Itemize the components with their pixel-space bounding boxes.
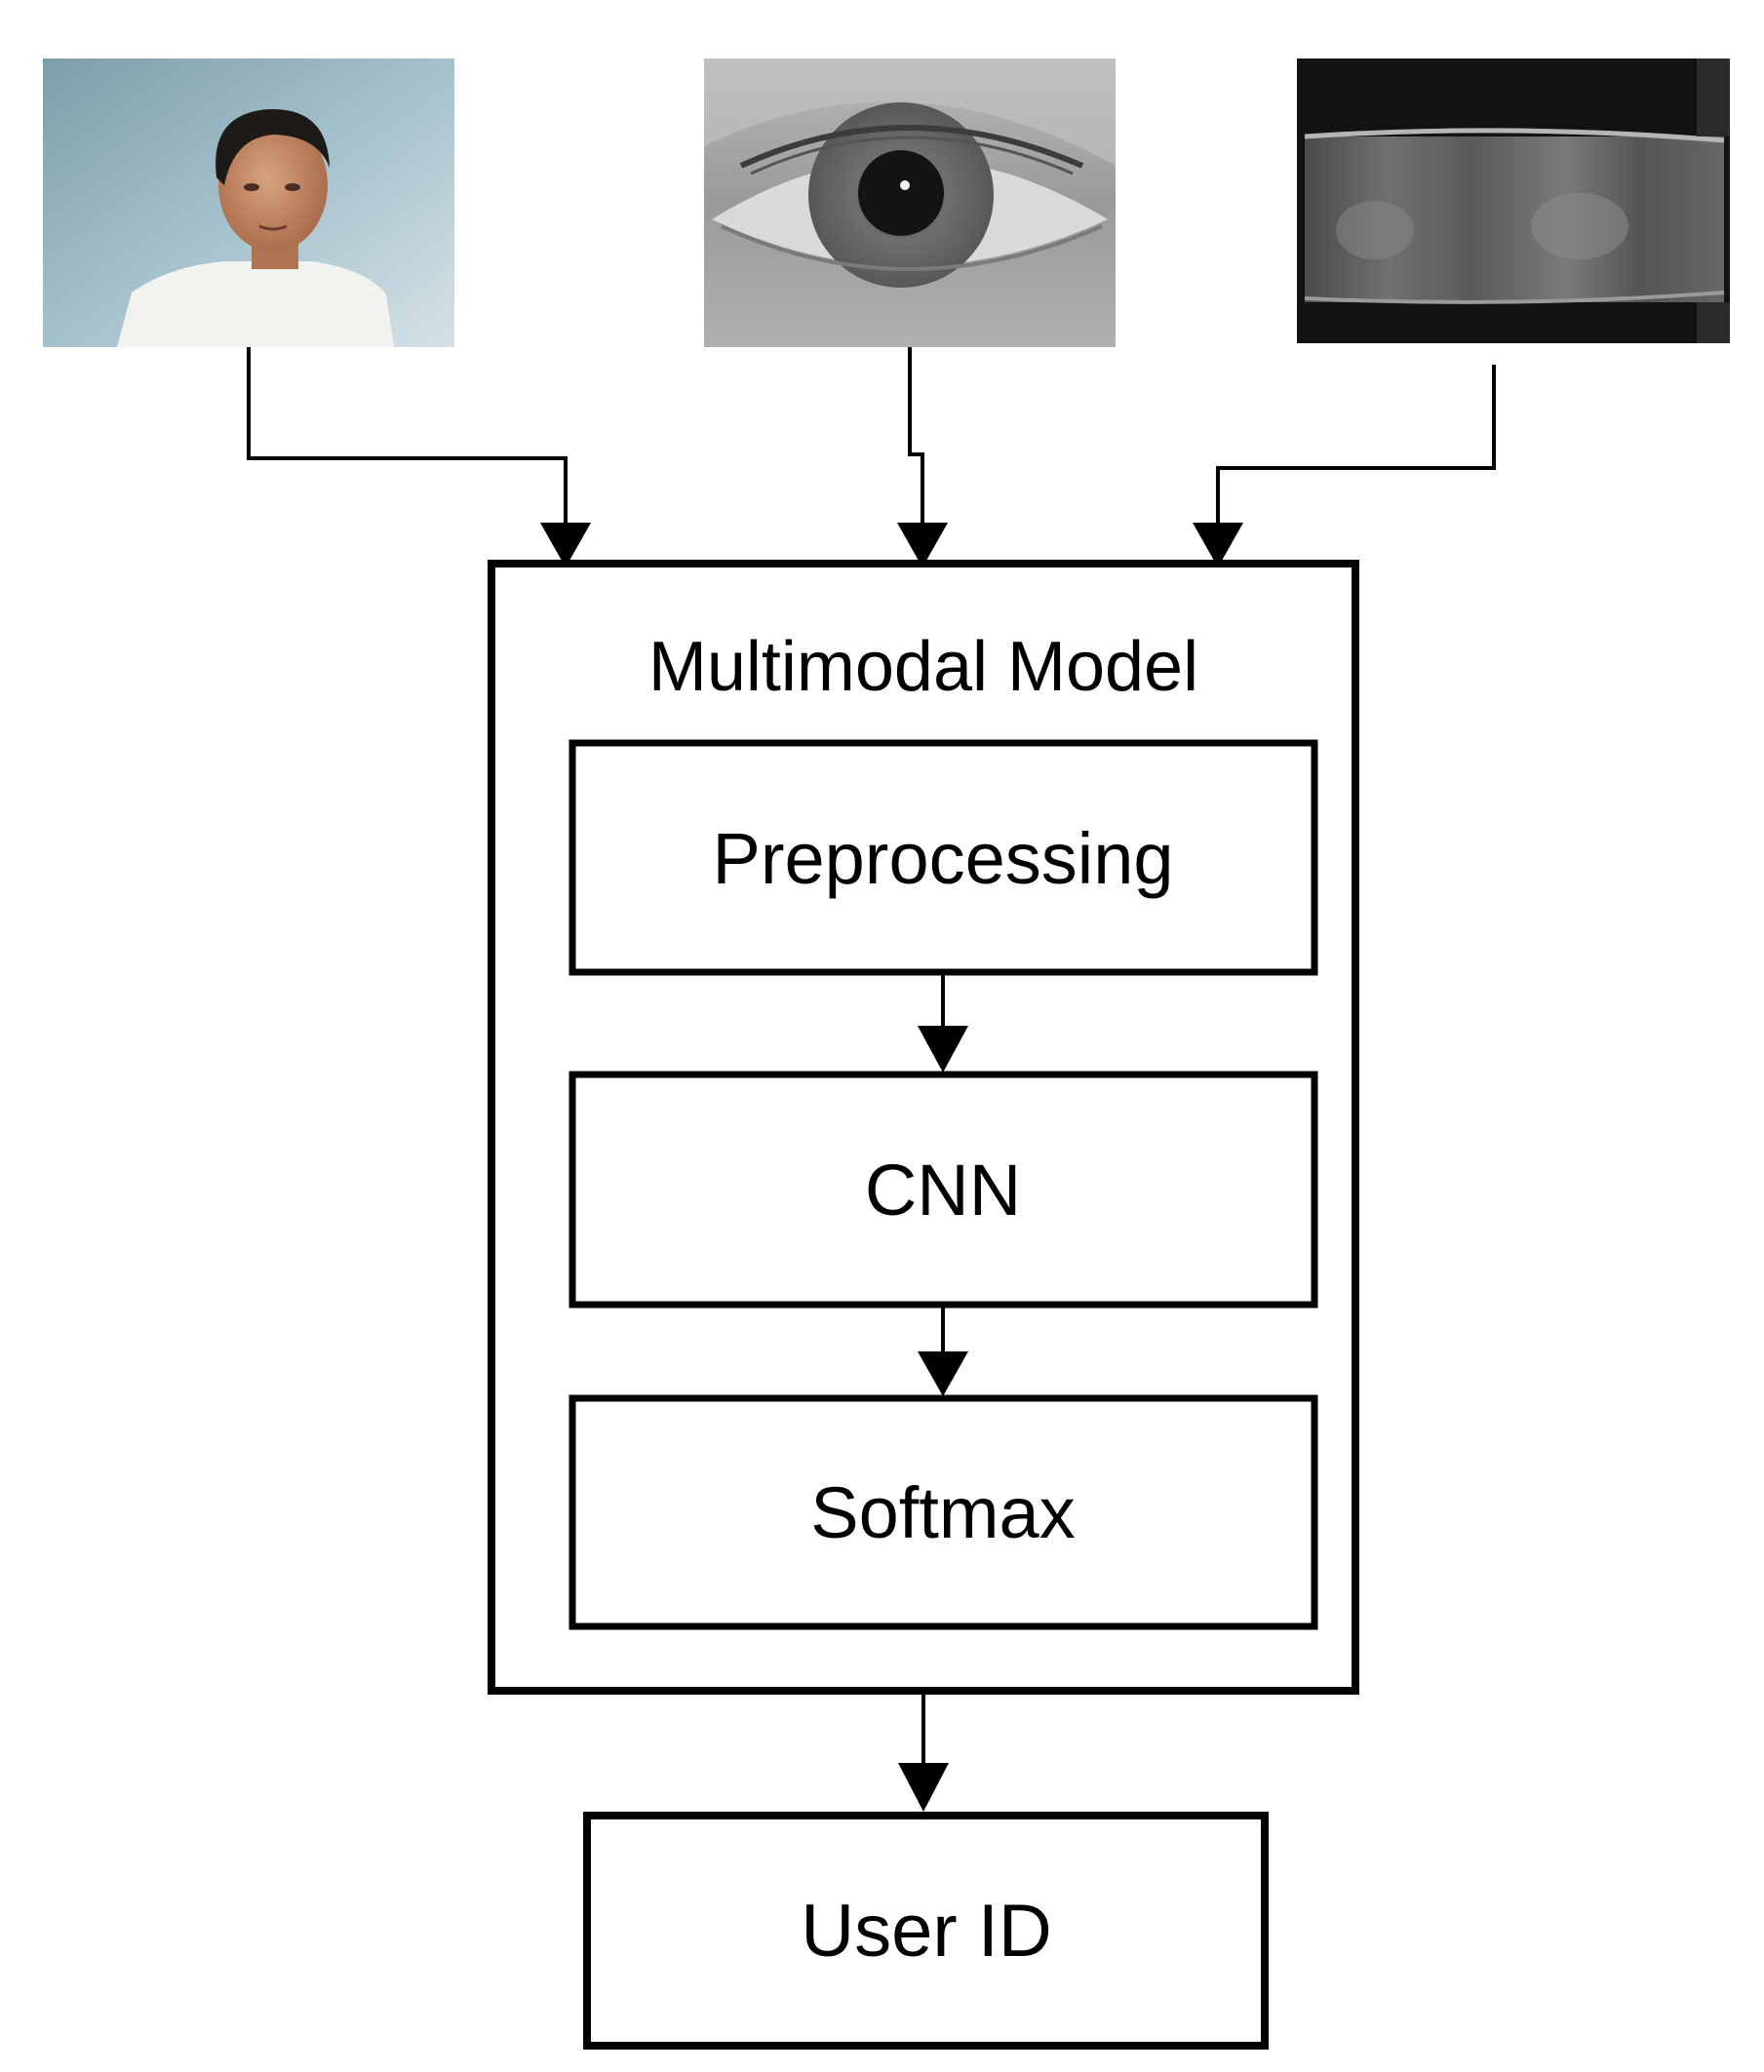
arrow-preprocessing-to-cnn xyxy=(918,972,968,1073)
stage-cnn: CNN xyxy=(568,1071,1318,1309)
multimodal-model-box: Multimodal Model xyxy=(488,560,1359,1695)
stage-cnn-label: CNN xyxy=(865,1150,1021,1231)
arrow-eye-to-model xyxy=(897,347,948,567)
iris-strip xyxy=(1297,59,1730,343)
stage-softmax-label: Softmax xyxy=(810,1472,1075,1553)
stage-softmax: Softmax xyxy=(568,1394,1318,1630)
stage-preprocessing: Preprocessing xyxy=(568,739,1318,976)
face-photo xyxy=(43,59,454,347)
output-user-id-label: User ID xyxy=(801,1890,1052,1973)
output-user-id: User ID xyxy=(583,1812,1269,2050)
stage-preprocessing-label: Preprocessing xyxy=(712,818,1173,899)
eye-photo xyxy=(704,59,1116,347)
model-title: Multimodal Model xyxy=(648,628,1198,706)
arrow-model-to-output xyxy=(898,1691,949,1812)
arrow-face-to-model xyxy=(247,347,591,567)
arrow-cnn-to-softmax xyxy=(918,1305,968,1396)
arrow-iris-to-model xyxy=(1193,365,1496,567)
